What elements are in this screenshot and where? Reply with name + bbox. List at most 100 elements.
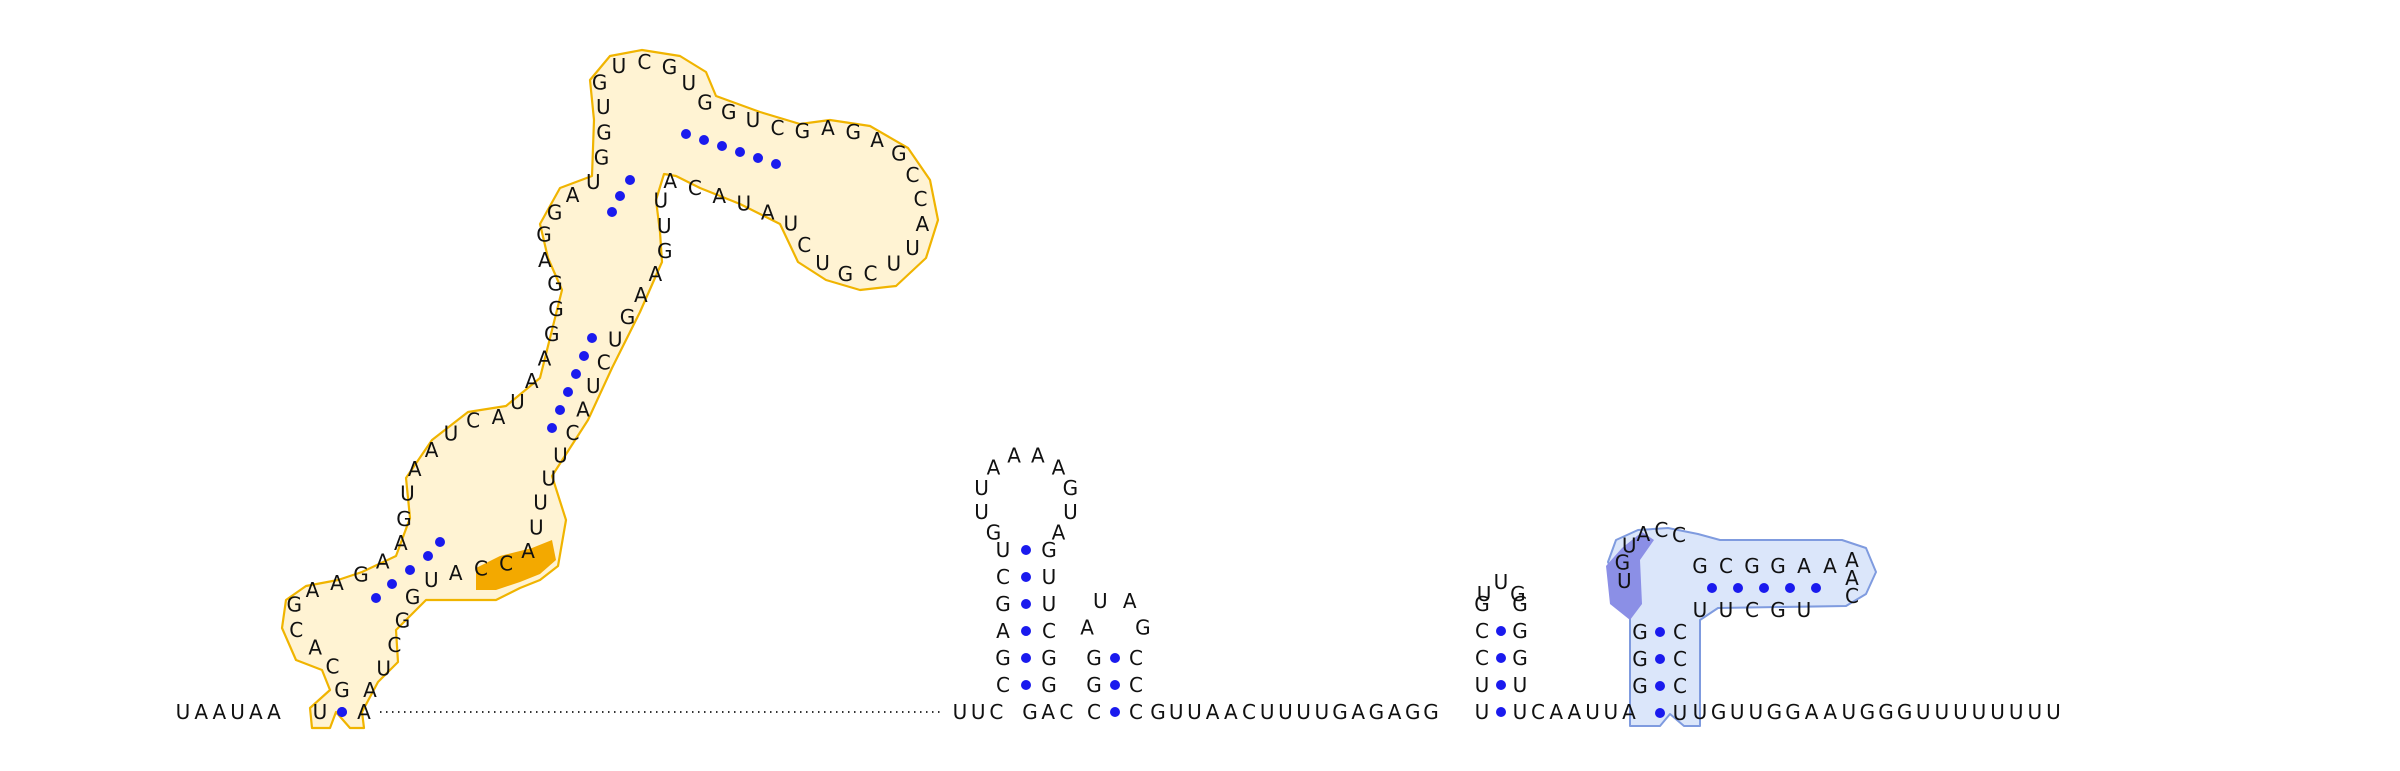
- nucleotide-upper-domain-209: G: [395, 609, 411, 633]
- nucleotide-upper-domain-150: G: [547, 272, 563, 296]
- base-pair-dot-upper-domain: [555, 405, 565, 415]
- nucleotide-upper-domain-134: A: [330, 571, 344, 595]
- nucleotide-linker2-54: U: [1296, 700, 1311, 724]
- nucleotide-stem-a-base-6: U: [313, 700, 328, 724]
- base-pair-dot-upper-domain: [717, 141, 727, 151]
- base-pair-dot-upper-domain: [579, 351, 589, 361]
- nucleotide-linker2-57: A: [1351, 700, 1365, 724]
- nucleotide-s4-arm-bottom-100: U: [1693, 598, 1708, 622]
- nucleotide-s4-arm-end-106: A: [1845, 566, 1859, 590]
- nucleotide-hairpin1-loop-30: A: [1007, 444, 1021, 468]
- base-pair-dot-structure4: [1655, 654, 1665, 664]
- nucleotide-hairpin2-loop-43: U: [1093, 589, 1108, 613]
- nucleotide-strand-right-113: G: [1785, 700, 1801, 724]
- nucleotide-upper-domain-194: U: [608, 328, 623, 352]
- nucleotide-upper-domain-198: C: [566, 421, 580, 445]
- nucleotide-upper-domain-186: C: [688, 176, 702, 200]
- nucleotide-linker3-76: A: [1549, 700, 1563, 724]
- nucleotide-upper-domain-203: A: [521, 539, 535, 563]
- nucleotide-hairpin3-loop-73: U: [1494, 570, 1509, 594]
- nucleotide-s4-stem-right-84: C: [1673, 620, 1687, 644]
- nucleotide-upper-domain-159: G: [592, 71, 608, 95]
- nucleotide-hairpin1-loop-32: A: [1052, 455, 1066, 479]
- nucleotide-upper-domain-140: A: [408, 457, 422, 481]
- nucleotide-strand-right-119: G: [1897, 700, 1913, 724]
- nucleotide-linker2-51: C: [1242, 700, 1256, 724]
- nucleotide-strand-left-5: A: [267, 700, 281, 724]
- nucleotide-linker2-53: U: [1278, 700, 1293, 724]
- nucleotide-s4-arm-top-94: G: [1692, 554, 1708, 578]
- nucleotide-upper-domain-188: U: [654, 189, 669, 213]
- nucleotide-linker2-58: G: [1369, 700, 1385, 724]
- nucleotide-hairpin3-left-65: U: [1475, 673, 1490, 697]
- base-pair-dot-upper-domain: [615, 191, 625, 201]
- nucleotide-hairpin1-right-20: G: [1041, 538, 1057, 562]
- nucleotide-upper-domain-172: G: [891, 141, 907, 165]
- nucleotide-upper-domain-147: A: [538, 347, 552, 371]
- nucleotide-hairpin3-right-67: G: [1512, 592, 1528, 616]
- base-pair-dot-hairpin1: [1021, 545, 1031, 555]
- nucleotide-hairpin1-left-17: A: [996, 619, 1010, 643]
- nucleotide-s4-stem-left-83: G: [1632, 674, 1648, 698]
- base-pair-dot-hairpin1: [1021, 572, 1031, 582]
- nucleotide-upper-domain-199: U: [553, 444, 568, 468]
- nucleotide-upper-domain-179: G: [838, 262, 854, 286]
- nucleotide-strand-right-114: A: [1805, 700, 1819, 724]
- nucleotide-upper-domain-158: U: [596, 95, 611, 119]
- nucleotide-upper-domain-181: C: [797, 233, 811, 257]
- nucleotide-hairpin2-left-36: G: [1086, 646, 1102, 670]
- base-pair-dot-structure4: [1759, 583, 1769, 593]
- nucleotide-hairpin1-left-14: U: [996, 538, 1011, 562]
- nucleotide-upper-domain-164: G: [697, 91, 713, 115]
- nucleotide-hairpin1-base-12: A: [1041, 700, 1055, 724]
- base-pair-dot-upper-domain: [625, 175, 635, 185]
- nucleotide-hairpin1-right-21: U: [1042, 565, 1057, 589]
- nucleotide-hairpin2-loop-42: A: [1080, 615, 1094, 639]
- nucleotide-hairpin2-left-37: G: [1086, 673, 1102, 697]
- nucleotide-linker3-77: A: [1568, 700, 1582, 724]
- nucleotide-hairpin1-left-15: C: [996, 565, 1010, 589]
- nucleotide-linker2-61: G: [1423, 700, 1439, 724]
- nucleotide-hairpin3-right-70: U: [1513, 673, 1528, 697]
- nucleotide-strand-right-112: G: [1767, 700, 1783, 724]
- nucleotide-strand-right-109: G: [1711, 700, 1727, 724]
- base-pair-dot-upper-domain: [735, 147, 745, 157]
- nucleotide-hairpin1-loop-34: U: [1063, 500, 1078, 524]
- nucleotide-upper-domain-204: C: [499, 551, 513, 575]
- nucleotide-hairpin1-loop-29: A: [987, 455, 1001, 479]
- nucleotide-upper-domain-165: G: [721, 100, 737, 124]
- nucleotide-upper-domain-157: G: [596, 120, 612, 144]
- nucleotide-s4-arm-top-95: C: [1719, 554, 1733, 578]
- base-pair-dot-hairpin1: [1021, 599, 1031, 609]
- nucleotide-s4-loop-93: C: [1672, 523, 1686, 547]
- nucleotide-s4-stem-right-85: C: [1673, 647, 1687, 671]
- nucleotide-upper-domain-206: A: [449, 561, 463, 585]
- nucleotide-s4-arm-top-99: A: [1823, 554, 1837, 578]
- nucleotide-upper-domain-138: G: [396, 507, 412, 531]
- nucleotide-hairpin3-right-71: U: [1513, 700, 1528, 724]
- nucleotide-hairpin3-right-68: G: [1512, 619, 1528, 643]
- base-pair-layer: [337, 129, 1821, 718]
- base-pair-dot-upper-domain: [371, 593, 381, 603]
- blue-highlight-region: [1607, 527, 1877, 727]
- nucleotide-hairpin1-base-8: U: [953, 700, 968, 724]
- nucleotide-hairpin1-loop-31: A: [1031, 444, 1045, 468]
- nucleotide-hairpin1-base-13: C: [1059, 700, 1073, 724]
- nucleotide-upper-domain-156: G: [594, 146, 610, 170]
- nucleotide-hairpin2-left-38: C: [1087, 700, 1101, 724]
- nucleotide-strand-right-125: U: [2009, 700, 2024, 724]
- nucleotide-upper-domain-133: A: [306, 578, 320, 602]
- nucleotide-hairpin1-loop-28: U: [974, 476, 989, 500]
- nucleotide-upper-domain-143: C: [466, 409, 480, 433]
- nucleotide-upper-domain-154: A: [566, 183, 580, 207]
- base-pair-dot-hairpin3: [1496, 707, 1506, 717]
- base-pair-dot-hairpin3: [1496, 680, 1506, 690]
- nucleotide-upper-domain-132: G: [287, 593, 303, 617]
- nucleotide-hairpin3-left-66: U: [1475, 700, 1490, 724]
- nucleotide-s4-loop-90: U: [1622, 534, 1637, 558]
- nucleotide-strand-right-110: U: [1730, 700, 1745, 724]
- base-pair-dot-upper-domain: [587, 333, 597, 343]
- nucleotide-upper-domain-162: G: [662, 55, 678, 79]
- nucleotide-linker3-78: U: [1585, 700, 1600, 724]
- nucleotide-upper-domain-146: A: [525, 369, 539, 393]
